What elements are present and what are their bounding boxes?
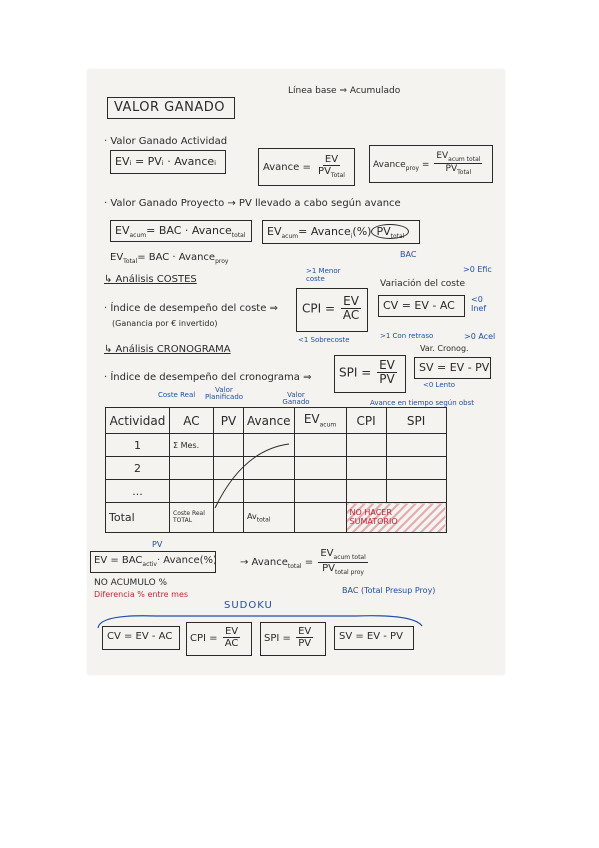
sudoku-label: SUDOKU [224,600,273,611]
sv-lt-note: <0 Lento [423,381,456,389]
spi-bullet: · Índice de desempeño del cronograma ⇒ [104,372,312,383]
avance-tiempo-note: Avance en tiempo según obst [370,399,474,407]
ev-activity-formula-box [110,150,226,174]
cv-gt-note: >0 Efic [463,265,492,274]
summary-cv: CV = EV - AC [107,631,173,642]
no-acumulo: NO ACUMULO % [94,578,168,588]
table-cell [213,433,244,457]
table-cell [169,456,214,480]
ev-acum-i-formula: EVacum= Avancei(%)PVtotal [267,224,410,240]
table-cell [293,502,347,533]
cpi-paren: (Ganancia por € invertido) [112,319,218,328]
cpi-bullet: · Índice de desempeño del coste ⇒ [104,303,278,314]
table-cell [345,433,387,457]
table-cell [345,456,387,480]
col-actividad: Actividad [105,407,170,434]
cpi-gt-note: >1 Menor coste [306,267,341,283]
table-cell: 1 [105,433,170,457]
sv-formula: SV = EV - PV [419,361,490,374]
avance-proy-box [369,145,493,183]
total-label: Total [105,502,170,533]
title-box [107,97,235,119]
cv-box [378,295,465,317]
table-header-row: Actividad AC PV Avance EVacum CPI SPI [105,407,447,434]
table-cell: ... [105,479,170,503]
ev-acum-i-box [262,220,420,244]
table-cell [385,433,447,457]
table-total-row: Total Coste Real TOTAL Avtotal NO HACER … [105,502,447,533]
col-ac: AC [169,407,214,434]
total-avance: Avtotal [243,502,295,533]
ev-acum-formula: EVacum= BAC · Avancetotal [115,224,246,240]
cpi-box [296,288,368,332]
coste-real-note: Coste Real [158,391,196,399]
table-cell [293,456,347,480]
diferencia-note: Diferencia % entre mes [94,590,189,599]
avance-box [258,148,355,186]
activity-table: Actividad AC PV Avance EVacum CPI SPI 1 … [105,407,447,533]
ev-acum-box [110,220,252,242]
col-cpi: CPI [345,407,387,434]
table-cell [345,479,387,503]
spi-gt-note: >1 Con retraso [380,332,434,340]
col-spi: SPI [385,407,447,434]
table-cell [213,479,244,503]
notebook-page: VALOR GANADO Línea base ⇒ Acumulado · Va… [88,70,504,674]
table-cell [293,433,347,457]
sv-title: Var. Cronog. [420,344,469,353]
ev-bac-formula: EV = BACactiv· Avance(%) [94,555,217,568]
costs-heading: ↳ Análisis COSTES [104,274,197,285]
avance-curve [214,443,290,509]
table-cell [385,456,447,480]
ev-bac-box [90,551,216,573]
spi-box [334,355,406,393]
table-cell: Σ Mes. [169,433,214,457]
table-row: ... [105,479,447,503]
table-cell [293,479,347,503]
col-ev: EVacum [293,407,347,434]
total-ac: Coste Real TOTAL [169,502,214,533]
bac-total-note: BAC (Total Presup Proy) [342,586,436,595]
valor-ganado-note: Valor Ganado [282,391,310,407]
table-cell: 2 [105,456,170,480]
total-note: NO HACER SUMATORIO [345,502,447,533]
sv-gt-note: >0 Acel [464,332,496,341]
summary-sv: SV = EV - PV [339,631,403,642]
ev-total-formula: EVTotal= BAC · Avanceproy [110,252,229,265]
table-cell [169,479,214,503]
bac-note: BAC [400,250,417,259]
page-title: VALOR GANADO [114,100,225,115]
summary-spi-box [260,622,326,656]
baseline-note: Línea base ⇒ Acumulado [288,86,401,96]
pv-tag: PV [152,540,163,549]
table-cell [213,456,244,480]
col-avance: Avance [243,407,295,434]
cv-lt-note: <0 Inef [471,295,487,313]
valor-planificado-note: Valor Planificado [204,386,244,402]
sv-box [414,357,491,379]
summary-cv-box [102,626,180,650]
cpi-lt-note: <1 Sobrecoste [298,336,350,344]
ev-activity-formula: EVᵢ = PVᵢ · Avanceᵢ [115,155,217,168]
col-pv: PV [213,407,244,434]
ev-activity-bullet: · Valor Ganado Actividad [104,136,228,147]
sudoku-bracket [97,615,423,629]
table-cell [385,479,447,503]
table-cell [213,502,244,533]
schedule-heading: ↳ Análisis CRONOGRAMA [104,344,231,355]
cv-title: Variación del coste [380,279,466,289]
summary-cpi-box [186,622,252,656]
summary-sv-box [334,626,414,650]
ev-project-bullet: · Valor Ganado Proyecto → PV llevado a c… [104,198,401,209]
cv-formula: CV = EV - AC [383,299,455,312]
